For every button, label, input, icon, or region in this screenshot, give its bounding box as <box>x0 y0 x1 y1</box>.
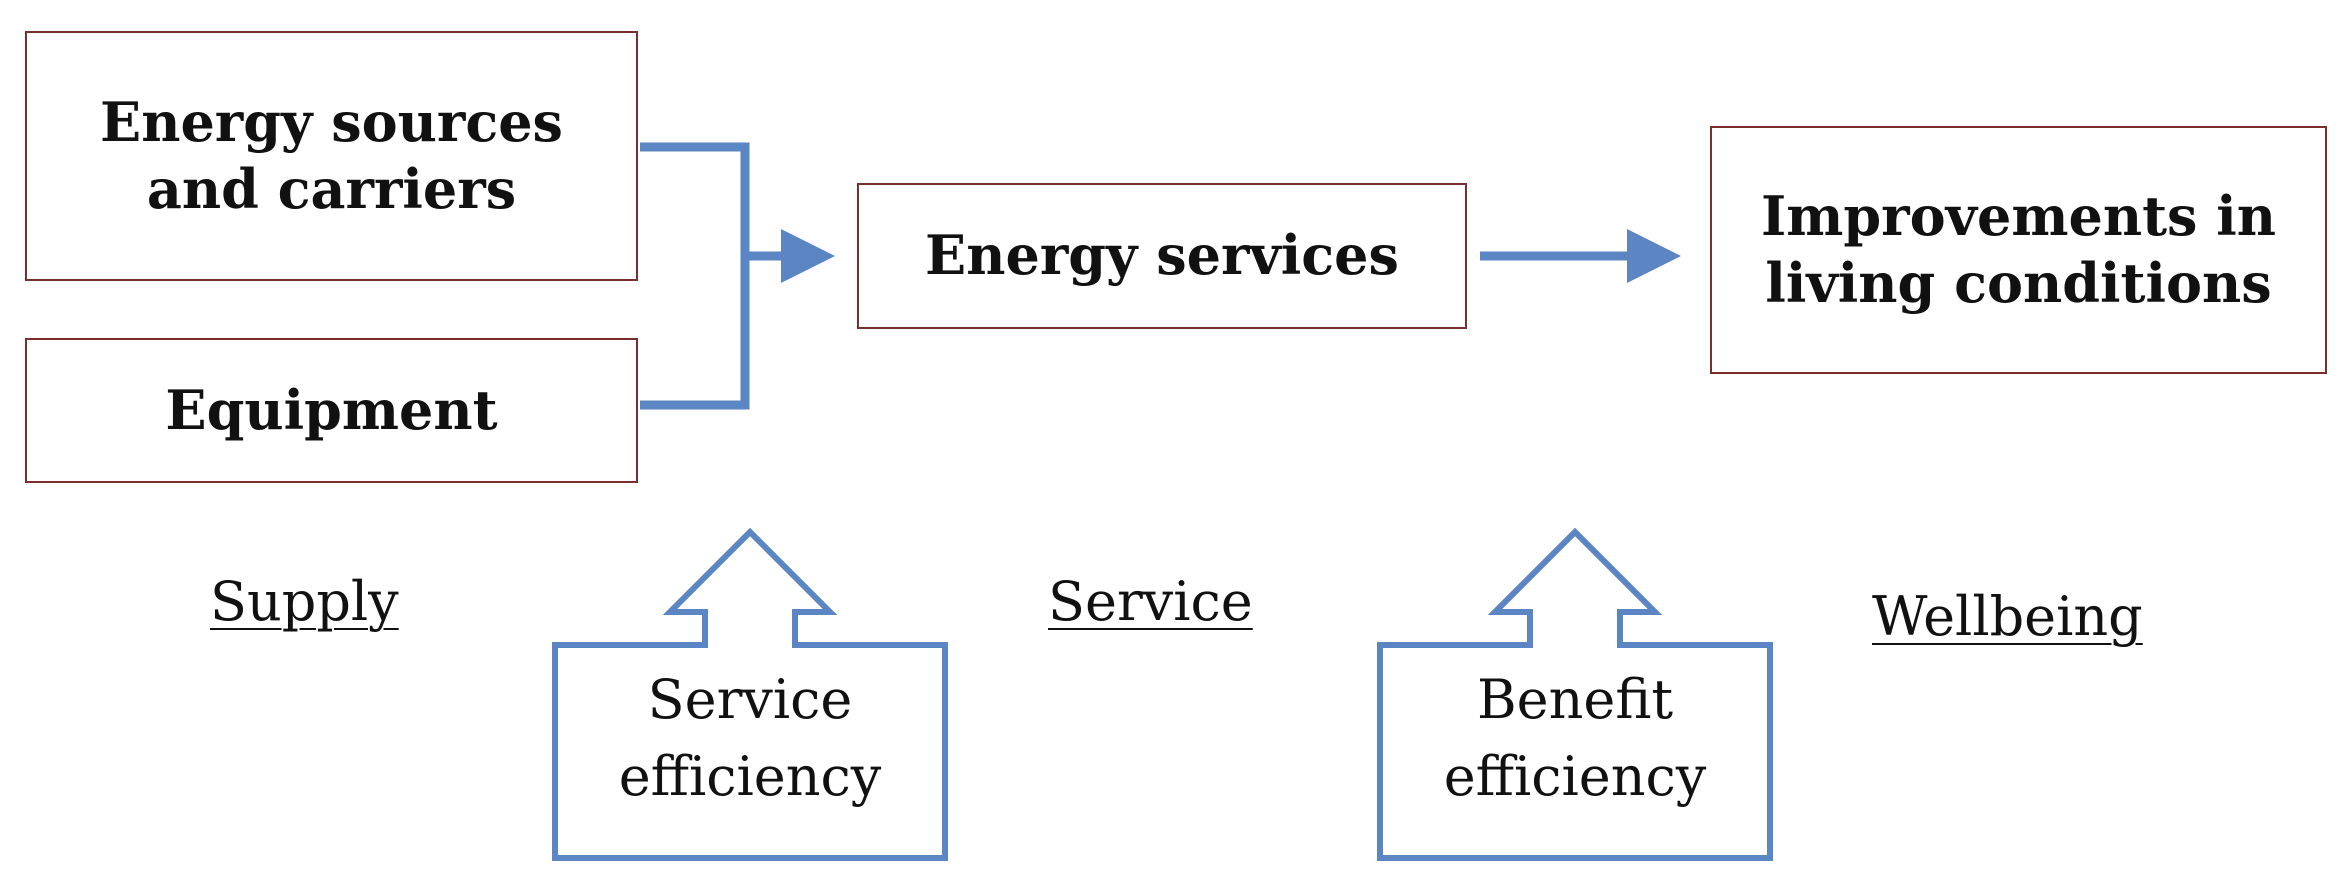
merge-connector-arrow <box>640 142 750 410</box>
benefit-efficiency-up-arrow <box>1377 527 1773 861</box>
energy-sources-box: Energy sources and carriers <box>25 31 638 281</box>
benefit-efficiency-label: Benefit efficiency <box>1380 662 1770 815</box>
service-efficiency-line-1: Service <box>647 668 853 731</box>
equipment-label: Equipment <box>165 377 498 442</box>
service-efficiency-label: Service efficiency <box>555 662 945 815</box>
energy-sources-line-2: and carriers <box>146 157 517 221</box>
service-stage-label: Service <box>1048 570 1253 633</box>
equipment-box: Equipment <box>25 338 638 483</box>
benefit-efficiency-line-2: efficiency <box>1443 744 1707 808</box>
improvements-line-2: living conditions <box>1765 251 2272 315</box>
service-efficiency-line-2: efficiency <box>618 744 882 808</box>
energy-services-box: Energy services <box>857 183 1467 329</box>
benefit-efficiency-line-1: Benefit <box>1476 668 1674 731</box>
wellbeing-stage-label: Wellbeing <box>1872 585 2143 648</box>
energy-services-label: Energy services <box>925 223 1399 288</box>
energy-sources-line-1: Energy sources <box>100 89 563 154</box>
improvements-box: Improvements in living conditions <box>1710 126 2327 374</box>
service-efficiency-up-arrow <box>552 527 948 861</box>
improvements-line-1: Improvements in <box>1760 183 2277 248</box>
supply-stage-label: Supply <box>210 570 399 633</box>
